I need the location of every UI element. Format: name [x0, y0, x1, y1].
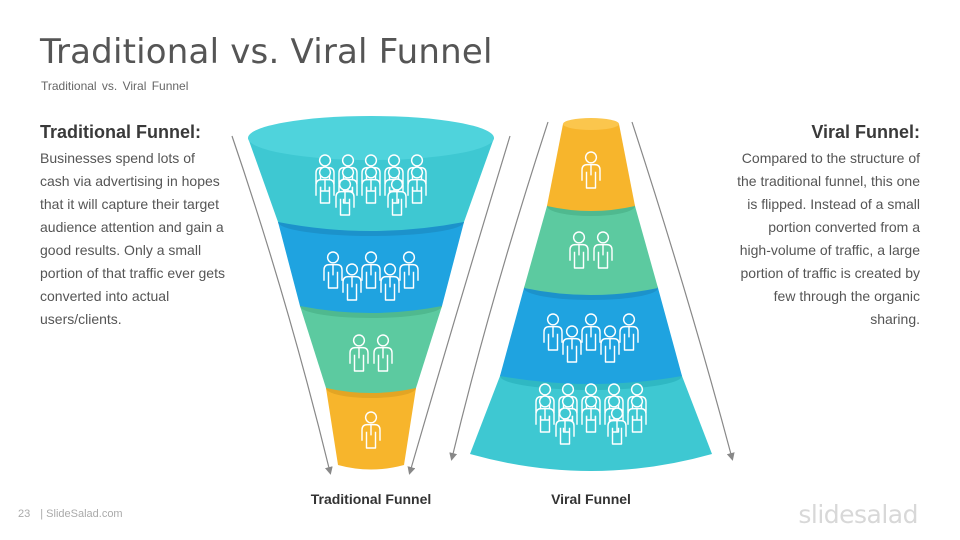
- traditional-stage-1-rim: [248, 116, 494, 160]
- person-icon: [349, 334, 369, 372]
- traditional-description: Businesses spend lots of cash via advert…: [40, 150, 225, 327]
- people-icons: [315, 151, 647, 449]
- person-icon: [323, 251, 343, 289]
- person-icon: [600, 325, 620, 363]
- traditional-funnel-caption: Traditional Funnel: [310, 491, 432, 507]
- person-icon: [373, 334, 393, 372]
- person-icon: [555, 407, 575, 445]
- person-icon: [569, 231, 589, 269]
- arrow-traditional-outer: [231, 135, 333, 475]
- arrow-viral-inner: [449, 121, 549, 461]
- person-icon: [593, 231, 613, 269]
- person-icon: [399, 251, 419, 289]
- person-icon: [535, 395, 555, 433]
- person-icon: [335, 178, 355, 216]
- person-icon: [543, 313, 563, 351]
- viral-stage-2: [524, 206, 658, 295]
- person-icon: [581, 151, 601, 189]
- footer-site: | SlideSalad.com: [40, 508, 123, 520]
- person-icon: [562, 325, 582, 363]
- person-icon: [581, 313, 601, 351]
- arrow-viral-outer: [631, 121, 735, 461]
- footer: 23 | SlideSalad.com: [18, 508, 123, 520]
- viral-description: Compared to the structure of the traditi…: [737, 150, 920, 327]
- person-icon: [380, 263, 400, 301]
- viral-funnel-caption: Viral Funnel: [551, 491, 631, 507]
- page-number: 23: [18, 508, 31, 520]
- person-icon: [581, 395, 601, 433]
- viral-stage-1-rim: [563, 118, 619, 130]
- traditional-heading: Traditional Funnel:: [40, 122, 201, 142]
- person-icon: [342, 263, 362, 301]
- person-icon: [607, 407, 627, 445]
- brand-logo: slidesalad: [798, 500, 918, 529]
- person-icon: [315, 166, 335, 204]
- traditional-stage-3: [300, 306, 442, 393]
- person-icon: [407, 166, 427, 204]
- person-icon: [627, 395, 647, 433]
- flow-arrows: [231, 121, 735, 475]
- person-icon: [361, 411, 381, 449]
- arrow-traditional-inner: [407, 135, 511, 475]
- slide-title: Traditional vs. Viral Funnel: [40, 32, 493, 72]
- viral-heading: Viral Funnel:: [811, 122, 920, 142]
- person-icon: [387, 178, 407, 216]
- viral-funnel: [470, 118, 712, 471]
- viral-stage-4: [470, 376, 712, 471]
- person-icon: [361, 251, 381, 289]
- person-icon: [361, 166, 381, 204]
- person-icon: [619, 313, 639, 351]
- slide-subtitle: Traditional vs. Viral Funnel: [41, 79, 189, 93]
